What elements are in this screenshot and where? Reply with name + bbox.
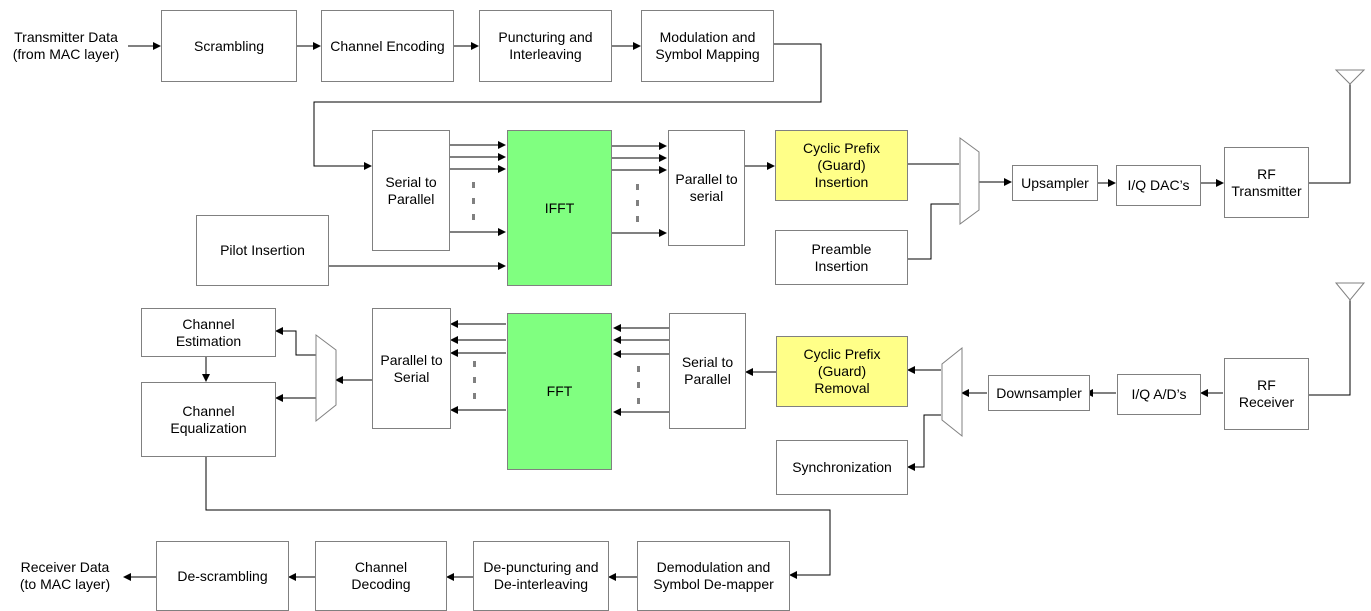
ellipsis-dot [637,398,640,404]
ellipsis-dot [636,216,639,222]
ellipsis-dot [472,214,475,220]
wire-preamble-to-mux [908,203,959,260]
tx-serial-to-parallel-block: Serial to Parallel [372,130,450,251]
channel-decoding-block: Channel Decoding [315,541,447,611]
pilot-insertion-block: Pilot Insertion [196,215,329,286]
rx-antenna-icon [1334,282,1366,301]
rx-parallel-to-serial-block: Parallel to Serial [372,308,451,429]
puncturing-interleaving-block: Puncturing and Interleaving [479,10,612,82]
descrambling-block: De-scrambling [156,541,289,611]
tx-parallel-to-serial-block: Parallel to serial [668,130,745,246]
channel-equalization-block: Channel Equalization [141,382,276,457]
receiver-data-label: Receiver Data (to MAC layer) [19,559,111,592]
ellipsis-dot [473,361,476,367]
demodulation-demapper-block: Demodulation and Symbol De-mapper [637,541,790,611]
wire-rf-to-antenna-tx [1309,84,1351,184]
rx-demultiplexer [315,334,337,423]
ifft-block: IFFT [507,130,612,286]
rx-multiplexer [941,346,963,438]
ellipsis-dot [472,198,475,204]
channel-estimation-block: Channel Estimation [141,308,276,357]
modulation-mapping-block: Modulation and Symbol Mapping [641,10,774,82]
ellipsis-dot [637,366,640,372]
iq-adc-block: I/Q A/D’s [1117,374,1201,415]
synchronization-block: Synchronization [776,440,908,495]
downsampler-block: Downsampler [988,375,1090,411]
wire-equalization-to-demod [205,457,831,579]
rf-transmitter-block: RF Transmitter [1224,147,1309,218]
ellipsis-dot [473,393,476,399]
wire-modulation-to-s2p [313,43,822,170]
ellipsis-dot [636,200,639,206]
fft-block: FFT [507,313,612,470]
channel-encoding-block: Channel Encoding [321,10,454,82]
ellipsis-dot [636,184,639,190]
transmitter-data-label: Transmitter Data (from MAC layer) [12,29,120,62]
upsampler-block: Upsampler [1012,165,1098,201]
wire-demux-to-estimation [275,327,316,356]
depuncturing-deinterleaving-block: De-puncturing and De-interleaving [473,541,609,611]
iq-dac-block: I/Q DAC’s [1116,165,1201,206]
scrambling-block: Scrambling [161,10,297,82]
wire-mux-to-sync [907,414,941,471]
cyclic-prefix-removal-block: Cyclic Prefix (Guard) Removal [776,336,908,407]
rx-serial-to-parallel-block: Serial to Parallel [669,313,746,429]
ellipsis-dot [473,377,476,383]
tx-multiplexer [959,137,980,225]
tx-antenna-icon [1334,69,1366,85]
cyclic-prefix-insertion-block: Cyclic Prefix (Guard) Insertion [775,130,908,201]
wire-antenna-to-rf-rx [1309,300,1351,396]
ellipsis-dot [637,382,640,388]
rf-receiver-block: RF Receiver [1224,358,1309,430]
preamble-insertion-block: Preamble Insertion [775,230,908,285]
ellipsis-dot [472,182,475,188]
